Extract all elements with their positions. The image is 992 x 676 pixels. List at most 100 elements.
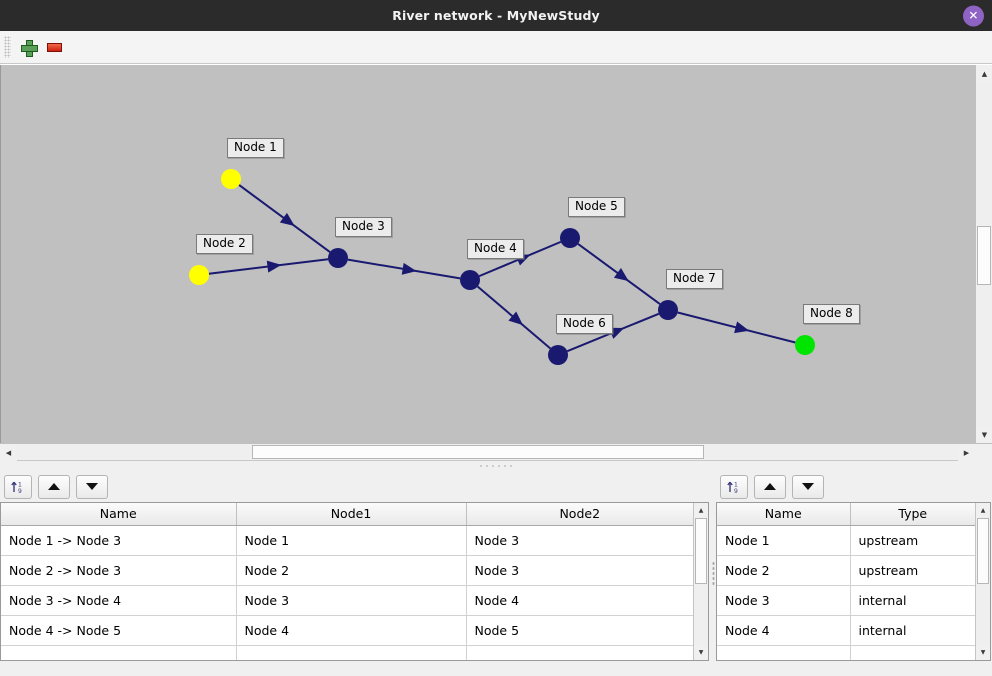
scroll-up-icon[interactable]: ▲ xyxy=(976,65,992,82)
graph-node-node-6[interactable] xyxy=(548,345,568,365)
node-label-node-6[interactable]: Node 6 xyxy=(556,314,613,335)
table-cell[interactable] xyxy=(236,645,467,660)
close-icon[interactable]: ✕ xyxy=(963,5,984,26)
reaches-vertical-scrollbar[interactable]: ▲ ▼ xyxy=(693,503,708,660)
graph-node-node-4[interactable] xyxy=(460,270,480,290)
graph-node-node-2[interactable] xyxy=(189,265,209,285)
table-cell[interactable]: Node 4 xyxy=(236,615,467,646)
nodes-vscroll-track[interactable] xyxy=(976,518,990,645)
reaches-vscroll-thumb[interactable] xyxy=(695,518,707,585)
canvas-vscroll-thumb[interactable] xyxy=(977,226,991,285)
table-cell[interactable]: Node 1 xyxy=(236,525,467,556)
table-cell[interactable]: Node 3 xyxy=(466,525,693,556)
column-header-node1[interactable]: Node1 xyxy=(236,503,467,526)
table-cell[interactable] xyxy=(717,645,851,660)
edge-arrow-icon xyxy=(401,262,417,275)
canvas-hscroll-thumb[interactable] xyxy=(252,445,704,459)
table-cell[interactable]: Node 3 -> Node 4 xyxy=(1,585,237,616)
table-cell[interactable]: Node 4 -> Node 5 xyxy=(1,615,237,646)
table-cell[interactable]: Node 4 xyxy=(717,615,851,646)
node-label-node-3[interactable]: Node 3 xyxy=(335,217,392,238)
canvas-horizontal-scrollbar[interactable]: ◀ ▶ xyxy=(0,443,992,461)
nodes-vertical-scrollbar[interactable]: ▲ ▼ xyxy=(975,503,990,660)
table-cell[interactable]: Node 2 xyxy=(717,555,851,586)
table-cell[interactable] xyxy=(466,645,693,660)
table-cell[interactable]: upstream xyxy=(850,525,975,556)
nodes-pane-footer xyxy=(716,661,992,676)
graph-node-node-5[interactable] xyxy=(560,228,580,248)
canvas-hscroll-track[interactable] xyxy=(17,444,958,460)
svg-text:1: 1 xyxy=(18,481,22,488)
reaches-scroll-up-icon[interactable]: ▲ xyxy=(698,507,704,514)
table-cell[interactable]: upstream xyxy=(850,555,975,586)
column-header-type[interactable]: Type xyxy=(850,503,975,526)
table-cell[interactable]: Node 1 -> Node 3 xyxy=(1,525,237,556)
table-cell[interactable]: internal xyxy=(850,615,975,646)
column-header-name[interactable]: Name xyxy=(717,503,851,526)
reaches-move-down-button[interactable] xyxy=(76,474,108,499)
horizontal-splitter[interactable] xyxy=(0,460,992,471)
nodes-scroll-down-icon[interactable]: ▼ xyxy=(980,649,986,656)
table-cell[interactable] xyxy=(850,645,975,660)
scroll-down-icon[interactable]: ▼ xyxy=(976,426,992,443)
nodes-move-up-button[interactable] xyxy=(754,474,786,499)
column-header-name[interactable]: Name xyxy=(1,503,237,526)
table-cell[interactable]: Node 2 -> Node 3 xyxy=(1,555,237,586)
graph-node-node-1[interactable] xyxy=(221,169,241,189)
node-label-node-5[interactable]: Node 5 xyxy=(568,197,625,218)
reaches-move-up-button[interactable] xyxy=(38,474,70,499)
nodes-scroll-up-icon[interactable]: ▲ xyxy=(980,507,986,514)
node-label-node-8[interactable]: Node 8 xyxy=(803,304,860,325)
table-cell[interactable]: Node 1 xyxy=(717,525,851,556)
graph-node-node-7[interactable] xyxy=(658,300,678,320)
table-cell[interactable]: Node 3 xyxy=(717,585,851,616)
add-node-button[interactable] xyxy=(15,34,41,60)
reaches-scroll-down-icon[interactable]: ▼ xyxy=(698,649,704,656)
table-cell[interactable] xyxy=(1,645,237,660)
nodes-sort-button[interactable]: 1 9 xyxy=(720,474,748,499)
reaches-sort-button[interactable]: 1 9 xyxy=(4,474,32,499)
table-cell[interactable]: Node 3 xyxy=(466,555,693,586)
graph-node-node-8[interactable] xyxy=(795,335,815,355)
nodes-move-down-button[interactable] xyxy=(792,474,824,499)
node-label-node-1[interactable]: Node 1 xyxy=(227,138,284,159)
table-cell[interactable]: Node 4 xyxy=(466,585,693,616)
table-cell[interactable]: Node 5 xyxy=(466,615,693,646)
canvas-vertical-scrollbar[interactable]: ▲ ▼ xyxy=(975,65,992,443)
reaches-vscroll-track[interactable] xyxy=(694,518,708,645)
table-cell[interactable]: internal xyxy=(850,585,975,616)
table-cell[interactable]: Node 2 xyxy=(236,555,467,586)
toolbar-drag-handle[interactable] xyxy=(4,36,11,58)
vertical-splitter[interactable] xyxy=(710,471,716,676)
scroll-right-icon[interactable]: ▶ xyxy=(958,444,975,461)
scroll-left-icon[interactable]: ◀ xyxy=(0,444,17,461)
edge-arrow-icon xyxy=(266,260,282,273)
network-diagram[interactable]: Node 1 Node 2 Node 3 Node 4 Node 5 Node 6 Node… xyxy=(0,65,975,443)
node-label-node-4[interactable]: Node 4 xyxy=(467,239,524,260)
table-row[interactable] xyxy=(717,645,975,660)
node-label-node-2[interactable]: Node 2 xyxy=(196,234,253,255)
graph-node-node-3[interactable] xyxy=(328,248,348,268)
node-label-node-7[interactable]: Node 7 xyxy=(666,269,723,290)
nodes-vscroll-thumb[interactable] xyxy=(977,518,989,585)
canvas-vscroll-track[interactable] xyxy=(976,82,992,426)
remove-node-button[interactable] xyxy=(41,34,67,60)
column-header-node2[interactable]: Node2 xyxy=(466,503,693,526)
move-up-icon xyxy=(48,483,60,490)
table-row[interactable] xyxy=(1,645,693,660)
main-toolbar xyxy=(0,31,992,64)
table-cell[interactable]: Node 3 xyxy=(236,585,467,616)
vertical-splitter-grip xyxy=(711,560,715,587)
